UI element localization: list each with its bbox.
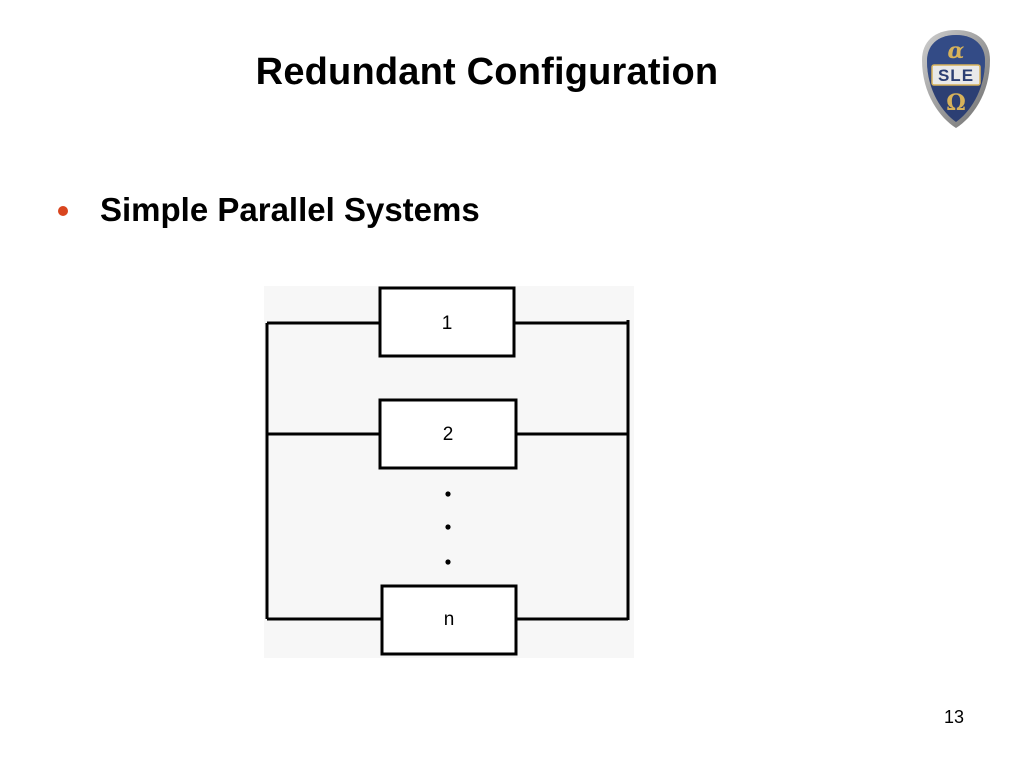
svg-text:SLE: SLE <box>938 66 974 85</box>
block-label-1: 1 <box>442 313 453 334</box>
block-n <box>380 584 518 656</box>
slide-number: 13 <box>943 707 964 727</box>
page-title: Redundant Configuration <box>255 51 719 93</box>
ellipsis-dot <box>445 491 451 497</box>
block-label-n: n <box>444 609 455 630</box>
parallel-system-diagram: 1 2 n <box>264 286 634 658</box>
ellipsis-dot <box>445 559 451 565</box>
shield-logo-icon: α SLE Ω <box>922 30 990 128</box>
bullet-dot-icon <box>58 206 68 216</box>
svg-text:α: α <box>948 38 965 64</box>
ellipsis-dot <box>445 524 451 530</box>
bullet-item: Simple Parallel Systems <box>58 188 480 232</box>
block-1 <box>378 286 516 358</box>
block-2 <box>378 398 518 470</box>
block-label-2: 2 <box>443 424 454 445</box>
svg-text:Ω: Ω <box>946 90 966 116</box>
bullet-text: Simple Parallel Systems <box>100 191 480 228</box>
